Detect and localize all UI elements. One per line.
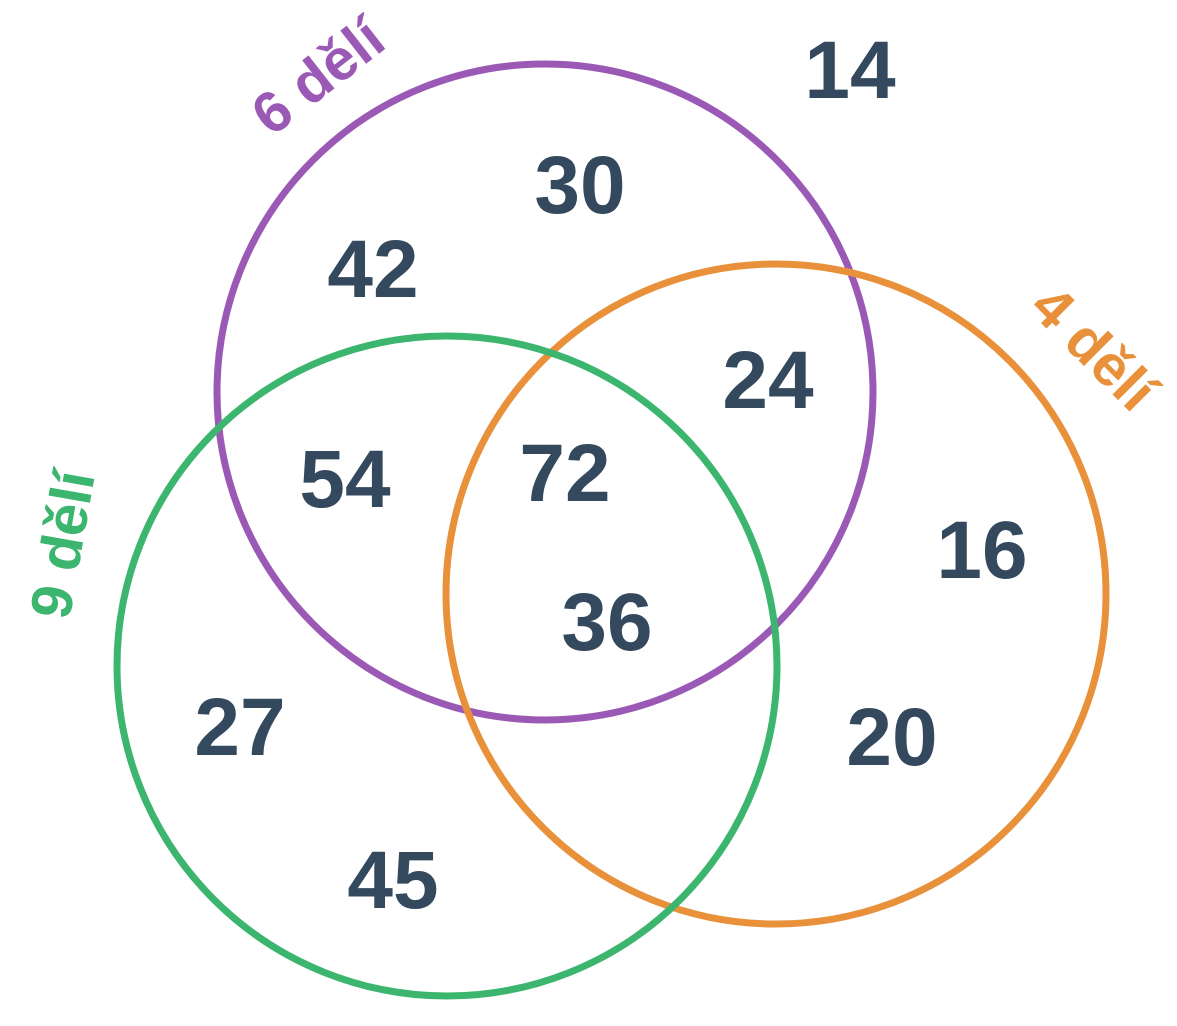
circle-nine-divides — [113, 332, 781, 1000]
circle-six-divides — [213, 60, 877, 724]
number-54: 54 — [299, 434, 391, 525]
number-72: 72 — [519, 428, 610, 519]
number-27: 27 — [194, 682, 285, 773]
number-24: 24 — [722, 335, 814, 426]
label-six-divides: 6 dělí — [240, 4, 398, 148]
circle-four-divides — [442, 260, 1110, 928]
number-45: 45 — [347, 835, 438, 926]
number-16: 16 — [936, 505, 1027, 596]
number-36: 36 — [561, 577, 652, 668]
number-30: 30 — [534, 140, 625, 231]
number-14: 14 — [804, 25, 896, 116]
number-42: 42 — [327, 224, 418, 315]
label-nine-divides: 9 dělí — [18, 464, 108, 623]
numbers: 14 30 42 24 54 72 36 16 20 27 45 — [194, 25, 1027, 926]
number-20: 20 — [846, 692, 937, 783]
